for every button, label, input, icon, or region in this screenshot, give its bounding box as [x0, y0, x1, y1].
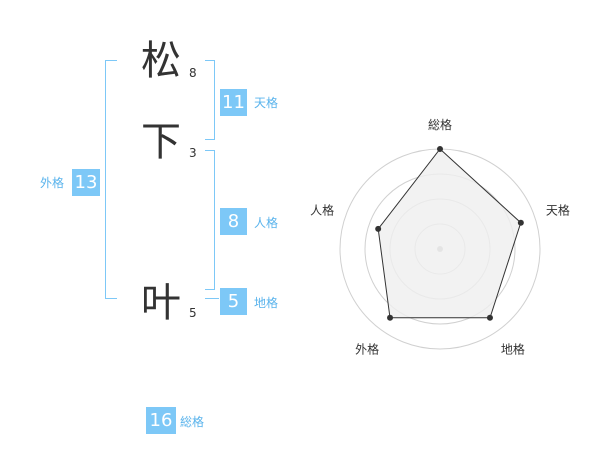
gaikaku-label: 外格 — [40, 176, 65, 190]
radar-axis-label-0: 総格 — [428, 117, 452, 132]
gaikaku-bracket — [105, 60, 117, 299]
radar-axis-label-4: 人格 — [310, 203, 334, 218]
radar-axis-label-3: 外格 — [355, 341, 379, 356]
tenkaku-bracket — [205, 60, 215, 140]
jinkaku-bracket — [205, 150, 215, 290]
chikaku-value: 5 — [220, 288, 247, 315]
gaikaku-value: 13 — [72, 169, 100, 196]
radar-point-1 — [517, 219, 524, 226]
jinkaku-value: 8 — [220, 208, 247, 235]
soukaku-value: 16 — [146, 407, 176, 434]
stroke-count-3: 5 — [189, 306, 197, 320]
name-char-1: 松 — [141, 38, 181, 84]
jinkaku-label: 人格 — [254, 216, 279, 230]
chikaku-label: 地格 — [254, 296, 279, 310]
radar-point-3 — [387, 314, 394, 321]
radar-point-4 — [375, 225, 382, 232]
chikaku-connector — [205, 298, 219, 299]
name-char-2: 下 — [141, 119, 181, 165]
tenkaku-value: 11 — [220, 89, 247, 116]
stroke-count-1: 8 — [189, 66, 197, 80]
name-char-3: 叶 — [141, 280, 181, 326]
radar-series-shape — [377, 148, 522, 319]
radar-axis-label-2: 地格 — [501, 341, 525, 356]
radar-point-0 — [437, 146, 443, 152]
radar-axis-label-1: 天格 — [546, 203, 570, 218]
radar-point-2 — [486, 314, 493, 321]
tenkaku-label: 天格 — [254, 96, 279, 110]
soukaku-label: 総格 — [180, 415, 205, 429]
stroke-count-2: 3 — [189, 146, 197, 160]
